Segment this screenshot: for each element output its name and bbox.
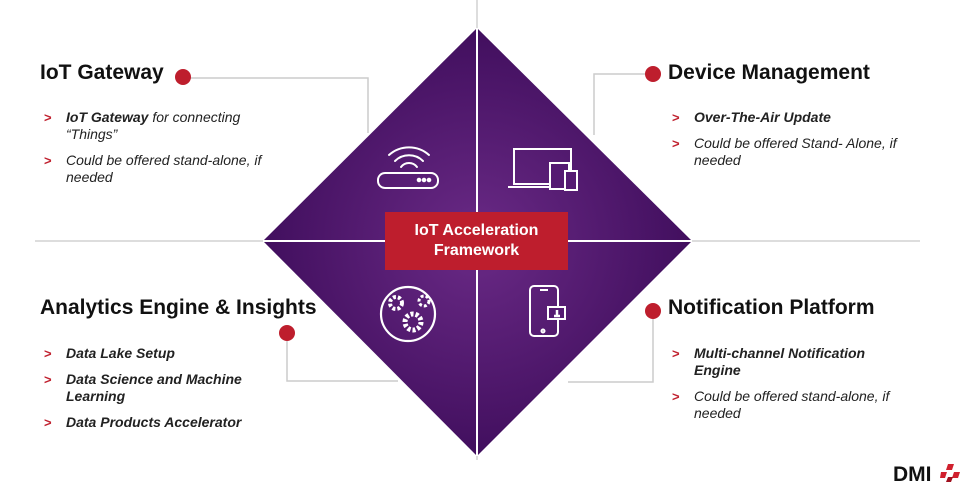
gateway-dot (175, 69, 191, 85)
bullet-chevron-icon: > (44, 346, 52, 361)
bullet-chevron-icon: > (44, 153, 52, 168)
bullet-chevron-icon: > (44, 372, 52, 387)
gateway-connector (183, 77, 369, 133)
device-connector (593, 73, 653, 135)
bullet-chevron-icon: > (44, 110, 52, 125)
list-item: > Multi-channel Notification Engine (668, 345, 898, 379)
notification-title: Notification Platform (668, 296, 875, 319)
list-item: > Over-The-Air Update (668, 109, 898, 126)
item-bold-text: Multi-channel Notification Engine (694, 345, 866, 378)
item-bold-text: Data Lake Setup (66, 345, 175, 361)
item-text: Could be offered Stand- Alone, if needed (694, 135, 897, 168)
device-dot (645, 66, 661, 82)
device-list: > Over-The-Air Update > Could be offered S… (668, 109, 898, 178)
list-item: > Data Science and Machine Learning (40, 371, 260, 405)
bullet-chevron-icon: > (44, 415, 52, 430)
item-bold-text: Over-The-Air Update (694, 109, 831, 125)
notification-connector (568, 311, 654, 383)
list-item: > Could be offered Stand- Alone, if neede… (668, 135, 898, 169)
item-text: for connecting “Things” (66, 109, 241, 142)
analytics-title: Analytics Engine & Insights (40, 296, 317, 319)
item-bold-text: IoT Gateway (66, 109, 149, 125)
analytics-connector (286, 333, 398, 382)
list-item: > IoT Gateway for connecting “Things” (40, 109, 290, 143)
item-bold-text: Data Products Accelerator (66, 414, 242, 430)
bullet-chevron-icon: > (672, 389, 680, 404)
list-item: > Data Products Accelerator (40, 414, 260, 431)
center-title-box: IoT Acceleration Framework (385, 212, 568, 270)
notification-list: > Multi-channel Notification Engine > Coul… (668, 345, 898, 431)
list-item: > Could be offered stand-alone, if needed (668, 388, 898, 422)
dmi-logo: DMI (893, 463, 962, 487)
bullet-chevron-icon: > (672, 136, 680, 151)
item-text: Could be offered stand-alone, if needed (694, 388, 890, 421)
bullet-chevron-icon: > (672, 110, 680, 125)
analytics-dot (279, 325, 295, 341)
logo-text: DMI (893, 463, 932, 486)
device-title: Device Management (668, 61, 870, 84)
devices-icon (508, 148, 578, 191)
dmi-logo-mark-icon (940, 464, 961, 482)
router-icon (377, 146, 439, 189)
analytics-list: > Data Lake Setup > Data Science and Machi… (40, 345, 260, 440)
item-bold-text: Data Science and Machine Learning (66, 371, 242, 404)
list-item: > Could be offered stand-alone, if needed (40, 152, 290, 186)
center-title-line1: IoT Acceleration (414, 222, 539, 239)
gateway-list: > IoT Gateway for connecting “Things” > Co… (40, 109, 290, 195)
center-title-line2: Framework (433, 242, 520, 259)
item-text: Could be offered stand-alone, if needed (66, 152, 262, 185)
bullet-chevron-icon: > (672, 346, 680, 361)
notification-dot (645, 303, 661, 319)
phone-notification-icon (529, 285, 566, 337)
list-item: > Data Lake Setup (40, 345, 260, 362)
gears-icon (379, 285, 437, 343)
gateway-title: IoT Gateway (40, 61, 164, 84)
